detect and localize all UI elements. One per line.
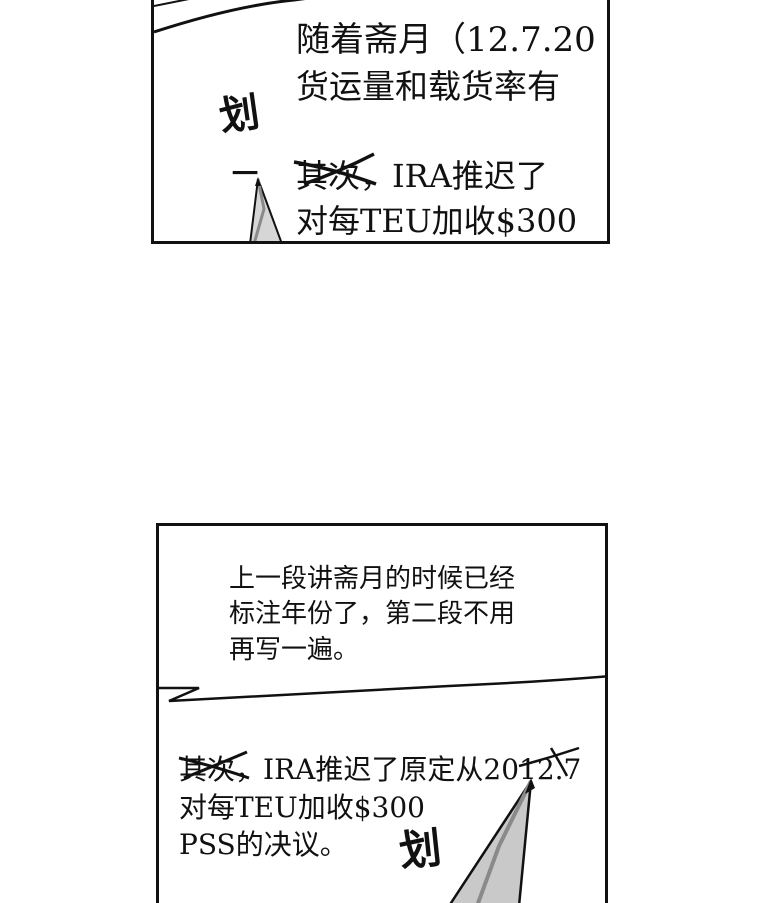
strike-marks-bottom (178, 746, 580, 780)
bottom-panel-lines (159, 675, 605, 703)
note-line-2: 标注年份了，第二段不用 (229, 599, 516, 629)
bottom-panel: 上一段讲斋月的时候已经 标注年份了，第二段不用 再写一遍。 其次，IRA推迟了原… (156, 523, 608, 903)
annotation-dash: 一 (232, 160, 259, 190)
top-line-1: 随着斋月（12.7.20 (296, 20, 596, 60)
top-line-3-rest: ，IRA推迟了 (360, 157, 548, 195)
body-line-1: 其次，IRA推迟了原定从2012.7 (179, 748, 581, 788)
top-panel-lines (154, 0, 306, 34)
pencil-icon (249, 177, 282, 241)
struck-date: 2012.7 (483, 753, 582, 786)
top-line-4: 对每TEU加收$300 (296, 202, 578, 240)
strike-mark-top (293, 152, 377, 186)
body-line-1-rest: ，IRA推迟了原定从 (235, 753, 484, 786)
note-line-3: 再写一遍。 (229, 635, 360, 665)
body-line-2: 对每TEU加收$300 (179, 791, 425, 824)
note-line-1: 上一段讲斋月的时候已经 (229, 564, 516, 594)
top-line-2: 货运量和载货率有 (296, 67, 560, 106)
top-panel: 随着斋月（12.7.20 货运量和载货率有 其次，IRA推迟了 对每TEU加收$… (151, 0, 610, 244)
body-line-3: PSS的决议。 (179, 828, 348, 861)
pencil-icon (449, 778, 535, 903)
